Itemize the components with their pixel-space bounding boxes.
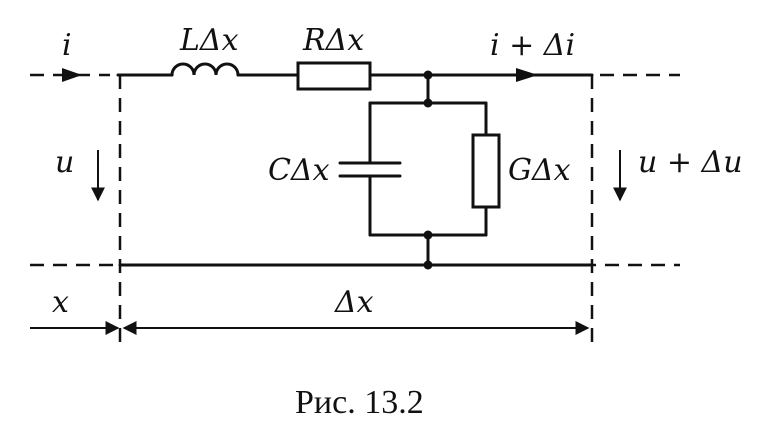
conductance-symbol	[471, 133, 501, 209]
inductor-symbol	[170, 62, 240, 77]
position-label: x	[52, 285, 69, 320]
resistor-symbol	[296, 61, 372, 91]
inductor-label: LΔx	[179, 23, 239, 58]
capacitor-label: CΔx	[268, 153, 330, 188]
shunt-branch	[338, 73, 501, 267]
top-wire	[30, 61, 680, 91]
current-in-arrow	[62, 68, 82, 82]
voltage-in-label: u	[55, 145, 74, 180]
conductance-label: GΔx	[508, 153, 571, 188]
resistor-label: RΔx	[302, 23, 364, 58]
current-in-label: i	[62, 28, 72, 63]
bottom-wire	[30, 260, 680, 270]
figure-caption: Рис. 13.2	[295, 384, 424, 421]
length-label: Δx	[334, 285, 374, 320]
current-out-label: i + Δi	[490, 28, 575, 63]
voltage-out-label: u + Δu	[638, 145, 743, 180]
current-out-arrow	[516, 68, 538, 82]
